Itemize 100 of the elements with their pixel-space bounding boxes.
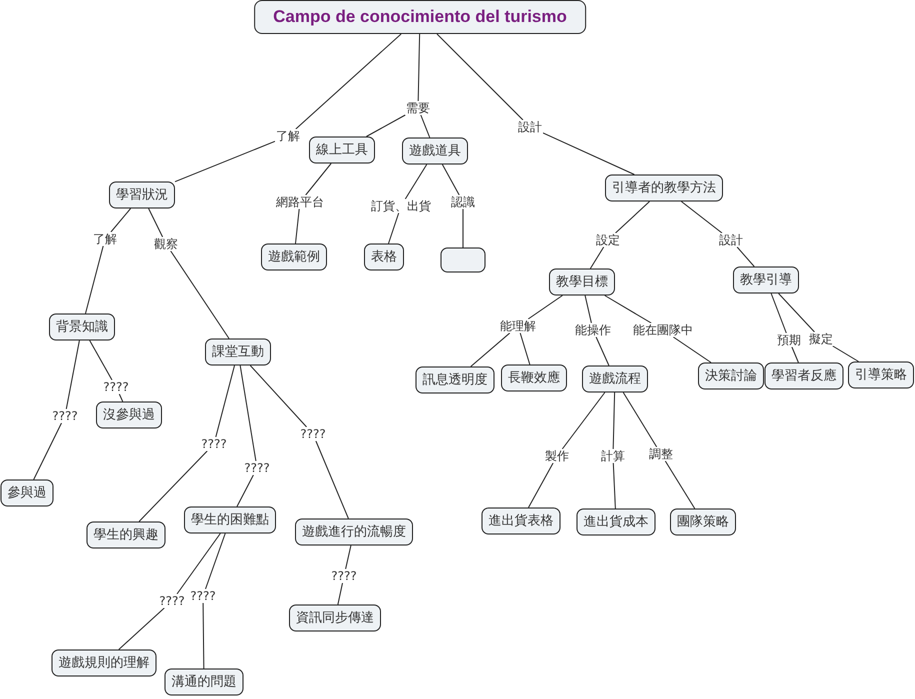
connector-line bbox=[85, 246, 104, 314]
connector-line bbox=[664, 460, 696, 509]
connector-line bbox=[528, 462, 554, 508]
connector-line bbox=[366, 114, 406, 137]
linking-phrase: ???? bbox=[330, 569, 358, 583]
linking-phrase: 設定 bbox=[595, 233, 621, 247]
concept-box: 沒參與過 bbox=[96, 402, 162, 428]
linking-phrase: ???? bbox=[158, 594, 186, 608]
linking-phrase: 能理解 bbox=[499, 319, 537, 333]
connector-line bbox=[236, 474, 254, 507]
linking-phrase: 設計 bbox=[718, 233, 744, 247]
connector-line bbox=[345, 545, 352, 570]
connector-line bbox=[604, 295, 652, 324]
connector-line bbox=[118, 394, 124, 402]
connector-line bbox=[404, 164, 428, 200]
linking-phrase: ???? bbox=[299, 427, 327, 441]
concept-box: 教學引導 bbox=[733, 266, 799, 294]
concept-box: 引導者的教學方法 bbox=[605, 174, 723, 202]
linking-phrase: 網路平台 bbox=[275, 195, 325, 209]
concept-box: 遊戲流程 bbox=[582, 366, 648, 392]
concept-box: 教學目標 bbox=[549, 268, 615, 296]
connector-line bbox=[337, 582, 343, 605]
concept-box: 學生的困難點 bbox=[184, 506, 276, 534]
concept-box: 進出貨表格 bbox=[482, 508, 560, 534]
connector-line bbox=[584, 295, 592, 324]
linking-phrase: 預期 bbox=[776, 333, 802, 347]
connector-line bbox=[672, 336, 712, 363]
linking-phrase: 計算 bbox=[600, 449, 626, 463]
connector-line bbox=[388, 212, 400, 244]
connector-line bbox=[615, 201, 650, 234]
concept-box bbox=[440, 248, 486, 272]
concept-box: Campo de conocimiento del turismo bbox=[254, 0, 586, 34]
connector-line bbox=[520, 332, 530, 365]
connector-line bbox=[295, 208, 300, 244]
linking-phrase: ???? bbox=[200, 437, 228, 451]
linking-phrase: ???? bbox=[102, 380, 130, 394]
connector-line bbox=[202, 602, 204, 669]
concept-box: 遊戲範例 bbox=[261, 244, 327, 270]
concept-box: 進出貨成本 bbox=[576, 508, 656, 536]
connector-line bbox=[215, 365, 235, 438]
linking-phrase: 了解 bbox=[275, 129, 301, 143]
linking-phrase: 能操作 bbox=[574, 323, 612, 337]
connector-line bbox=[470, 332, 510, 367]
linking-phrase: 需要 bbox=[405, 101, 431, 115]
linking-phrase: 擬定 bbox=[808, 332, 834, 346]
connector-line bbox=[418, 34, 420, 102]
concept-box: 遊戲進行的流暢度 bbox=[295, 518, 413, 546]
linking-phrase: 訂貨、出貨 bbox=[370, 199, 432, 213]
connector-line bbox=[542, 132, 635, 175]
concept-box: 參與過 bbox=[0, 480, 54, 506]
connector-line bbox=[778, 293, 815, 332]
connector-line bbox=[770, 293, 787, 334]
connector-line bbox=[205, 533, 226, 590]
concept-box: 課堂互動 bbox=[205, 338, 271, 366]
concept-box: 溝通的問題 bbox=[164, 668, 244, 696]
connector-line bbox=[420, 114, 430, 138]
connector-line bbox=[612, 462, 616, 509]
concept-box: 團隊策略 bbox=[670, 508, 736, 536]
connector-line bbox=[736, 246, 755, 267]
concept-box: 學生的興趣 bbox=[86, 522, 166, 548]
connector-line bbox=[442, 164, 460, 196]
connector-line bbox=[240, 365, 256, 462]
connector-line bbox=[832, 346, 859, 362]
connector-line bbox=[305, 163, 332, 196]
connector-line bbox=[562, 392, 606, 450]
linking-phrase: ???? bbox=[189, 589, 217, 603]
connector-line bbox=[436, 34, 524, 120]
connector-line bbox=[66, 340, 80, 410]
connector-line bbox=[612, 392, 616, 450]
connector-line bbox=[118, 608, 165, 650]
linking-phrase: ???? bbox=[243, 461, 271, 475]
connector-line bbox=[170, 250, 230, 339]
concept-box: 長鞭效應 bbox=[501, 364, 567, 392]
concept-box: 學習者反應 bbox=[764, 362, 844, 390]
linking-phrase: 認識 bbox=[450, 195, 476, 209]
connector-line bbox=[315, 440, 349, 519]
connector-line bbox=[622, 392, 658, 448]
linking-phrase: 製作 bbox=[544, 449, 570, 463]
concept-box: 學習狀況 bbox=[109, 182, 175, 208]
linking-phrase: ???? bbox=[51, 409, 79, 423]
connector-line bbox=[295, 34, 402, 130]
concept-box: 表格 bbox=[364, 244, 404, 270]
concept-box: 引導策略 bbox=[848, 362, 914, 388]
concept-box: 資訊同步傳達 bbox=[289, 604, 381, 632]
concept-box: 線上工具 bbox=[309, 136, 375, 164]
connector-line bbox=[138, 450, 208, 522]
concept-box: 背景知識 bbox=[49, 314, 115, 340]
connector-line bbox=[89, 340, 112, 380]
linking-phrase: 能在團隊中 bbox=[632, 323, 694, 337]
connector-line bbox=[590, 246, 604, 269]
linking-phrase: 觀察 bbox=[153, 237, 179, 251]
connector-line bbox=[174, 140, 276, 182]
connector-line bbox=[33, 422, 62, 480]
connector-line bbox=[250, 365, 308, 428]
connector-line bbox=[462, 208, 464, 248]
connector-line bbox=[176, 533, 221, 594]
concept-box: 決策討論 bbox=[698, 362, 764, 390]
linking-phrase: 調整 bbox=[648, 447, 674, 461]
connector-line bbox=[148, 208, 164, 238]
connector-line bbox=[680, 201, 722, 234]
